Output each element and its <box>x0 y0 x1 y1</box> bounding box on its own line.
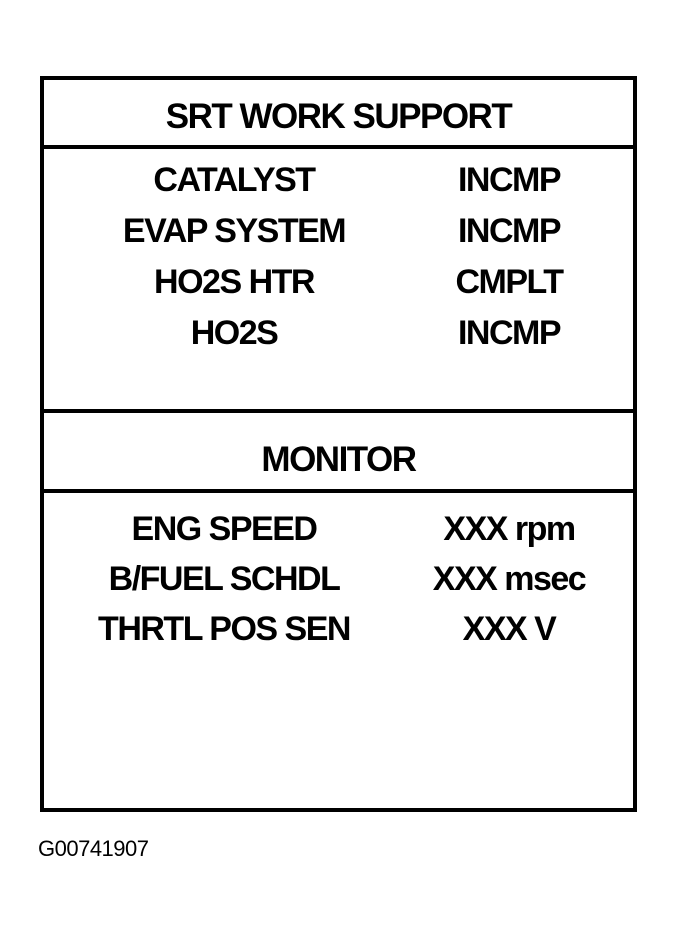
srt-item-label: CATALYST <box>153 161 316 199</box>
srt-item-ho2s-htr: HO2S HTR CMPLT <box>44 265 633 305</box>
monitor-item-value: XXX V <box>462 610 557 648</box>
monitor-item-eng-speed: ENG SPEED XXX rpm <box>44 512 633 552</box>
srt-item-status: CMPLT <box>455 263 564 301</box>
srt-item-status: INCMP <box>457 161 562 199</box>
srt-item-status: INCMP <box>457 314 562 352</box>
monitor-item-throttle-position: THRTL POS SEN XXX V <box>44 612 633 652</box>
monitor-item-label: B/FUEL SCHDL <box>108 560 341 598</box>
monitor-title: MONITOR <box>261 440 417 479</box>
srt-work-support-title: SRT WORK SUPPORT <box>165 97 513 136</box>
divider-line <box>44 489 633 493</box>
monitor-item-label: ENG SPEED <box>131 510 318 548</box>
srt-item-catalyst: CATALYST INCMP <box>44 163 633 203</box>
srt-item-label: HO2S HTR <box>154 263 315 301</box>
figure-id-caption: G00741907 <box>38 836 149 861</box>
monitor-item-label: THRTL POS SEN <box>98 610 351 648</box>
srt-item-label: EVAP SYSTEM <box>122 212 347 250</box>
srt-item-status: INCMP <box>457 212 562 250</box>
monitor-item-value: XXX rpm <box>443 510 576 548</box>
consult-screen: SRT WORK SUPPORT CATALYST INCMP EVAP SYS… <box>40 76 637 812</box>
divider-line <box>44 145 633 149</box>
srt-item-evap-system: EVAP SYSTEM INCMP <box>44 214 633 254</box>
monitor-item-value: XXX msec <box>432 560 587 598</box>
srt-item-label: HO2S <box>190 314 279 352</box>
divider-line <box>44 409 633 413</box>
srt-item-ho2s: HO2S INCMP <box>44 316 633 356</box>
monitor-item-fuel-schedule: B/FUEL SCHDL XXX msec <box>44 562 633 602</box>
